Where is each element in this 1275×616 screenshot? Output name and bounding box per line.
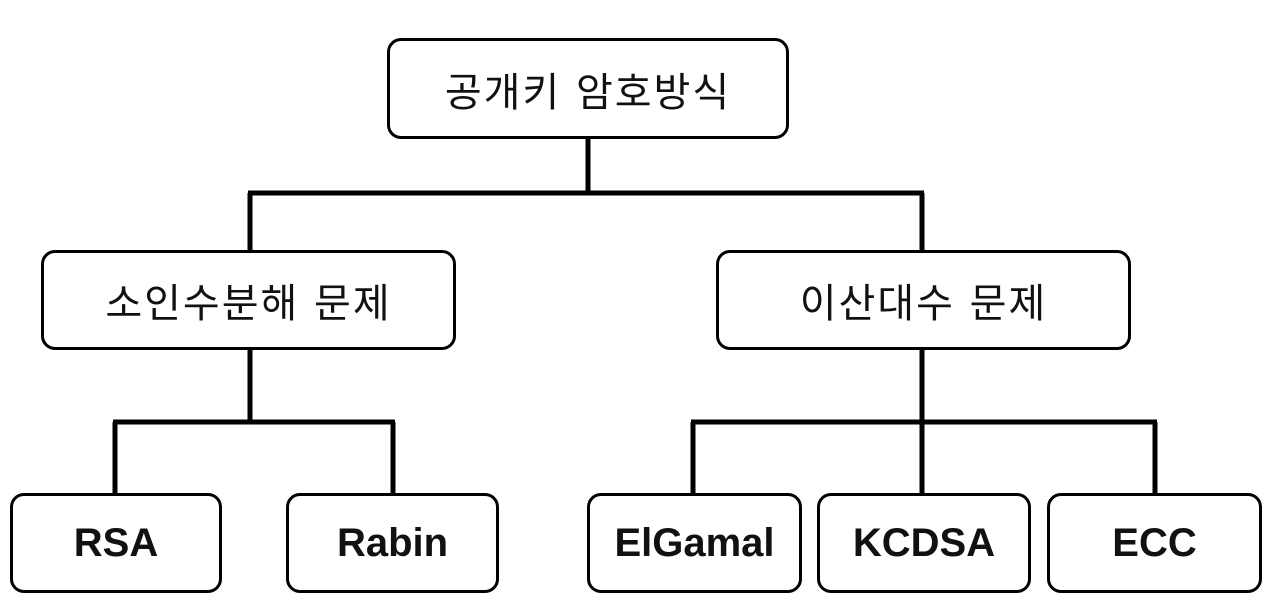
algorithm-node-elgamal: ElGamal bbox=[587, 493, 802, 593]
root-node-public-key-crypto: 공개키 암호방식 bbox=[387, 38, 789, 139]
algorithm-node-label: ElGamal bbox=[614, 520, 775, 565]
algorithm-node-label: ECC bbox=[1112, 520, 1197, 565]
algorithm-node-kcdsa: KCDSA bbox=[817, 493, 1031, 593]
category-node-discrete-log: 이산대수 문제 bbox=[716, 250, 1131, 350]
category-node-factorization: 소인수분해 문제 bbox=[41, 250, 456, 350]
category-node-label: 소인수분해 문제 bbox=[105, 281, 392, 327]
root-node-label: 공개키 암호방식 bbox=[444, 69, 732, 116]
algorithm-node-label: RSA bbox=[73, 520, 159, 565]
algorithm-node-label: KCDSA bbox=[852, 520, 996, 565]
category-node-label: 이산대수 문제 bbox=[799, 281, 1048, 327]
algorithm-node-rabin: Rabin bbox=[286, 493, 499, 593]
algorithm-node-label: Rabin bbox=[336, 520, 449, 565]
algorithm-node-ecc: ECC bbox=[1047, 493, 1262, 593]
algorithm-node-rsa: RSA bbox=[10, 493, 222, 593]
